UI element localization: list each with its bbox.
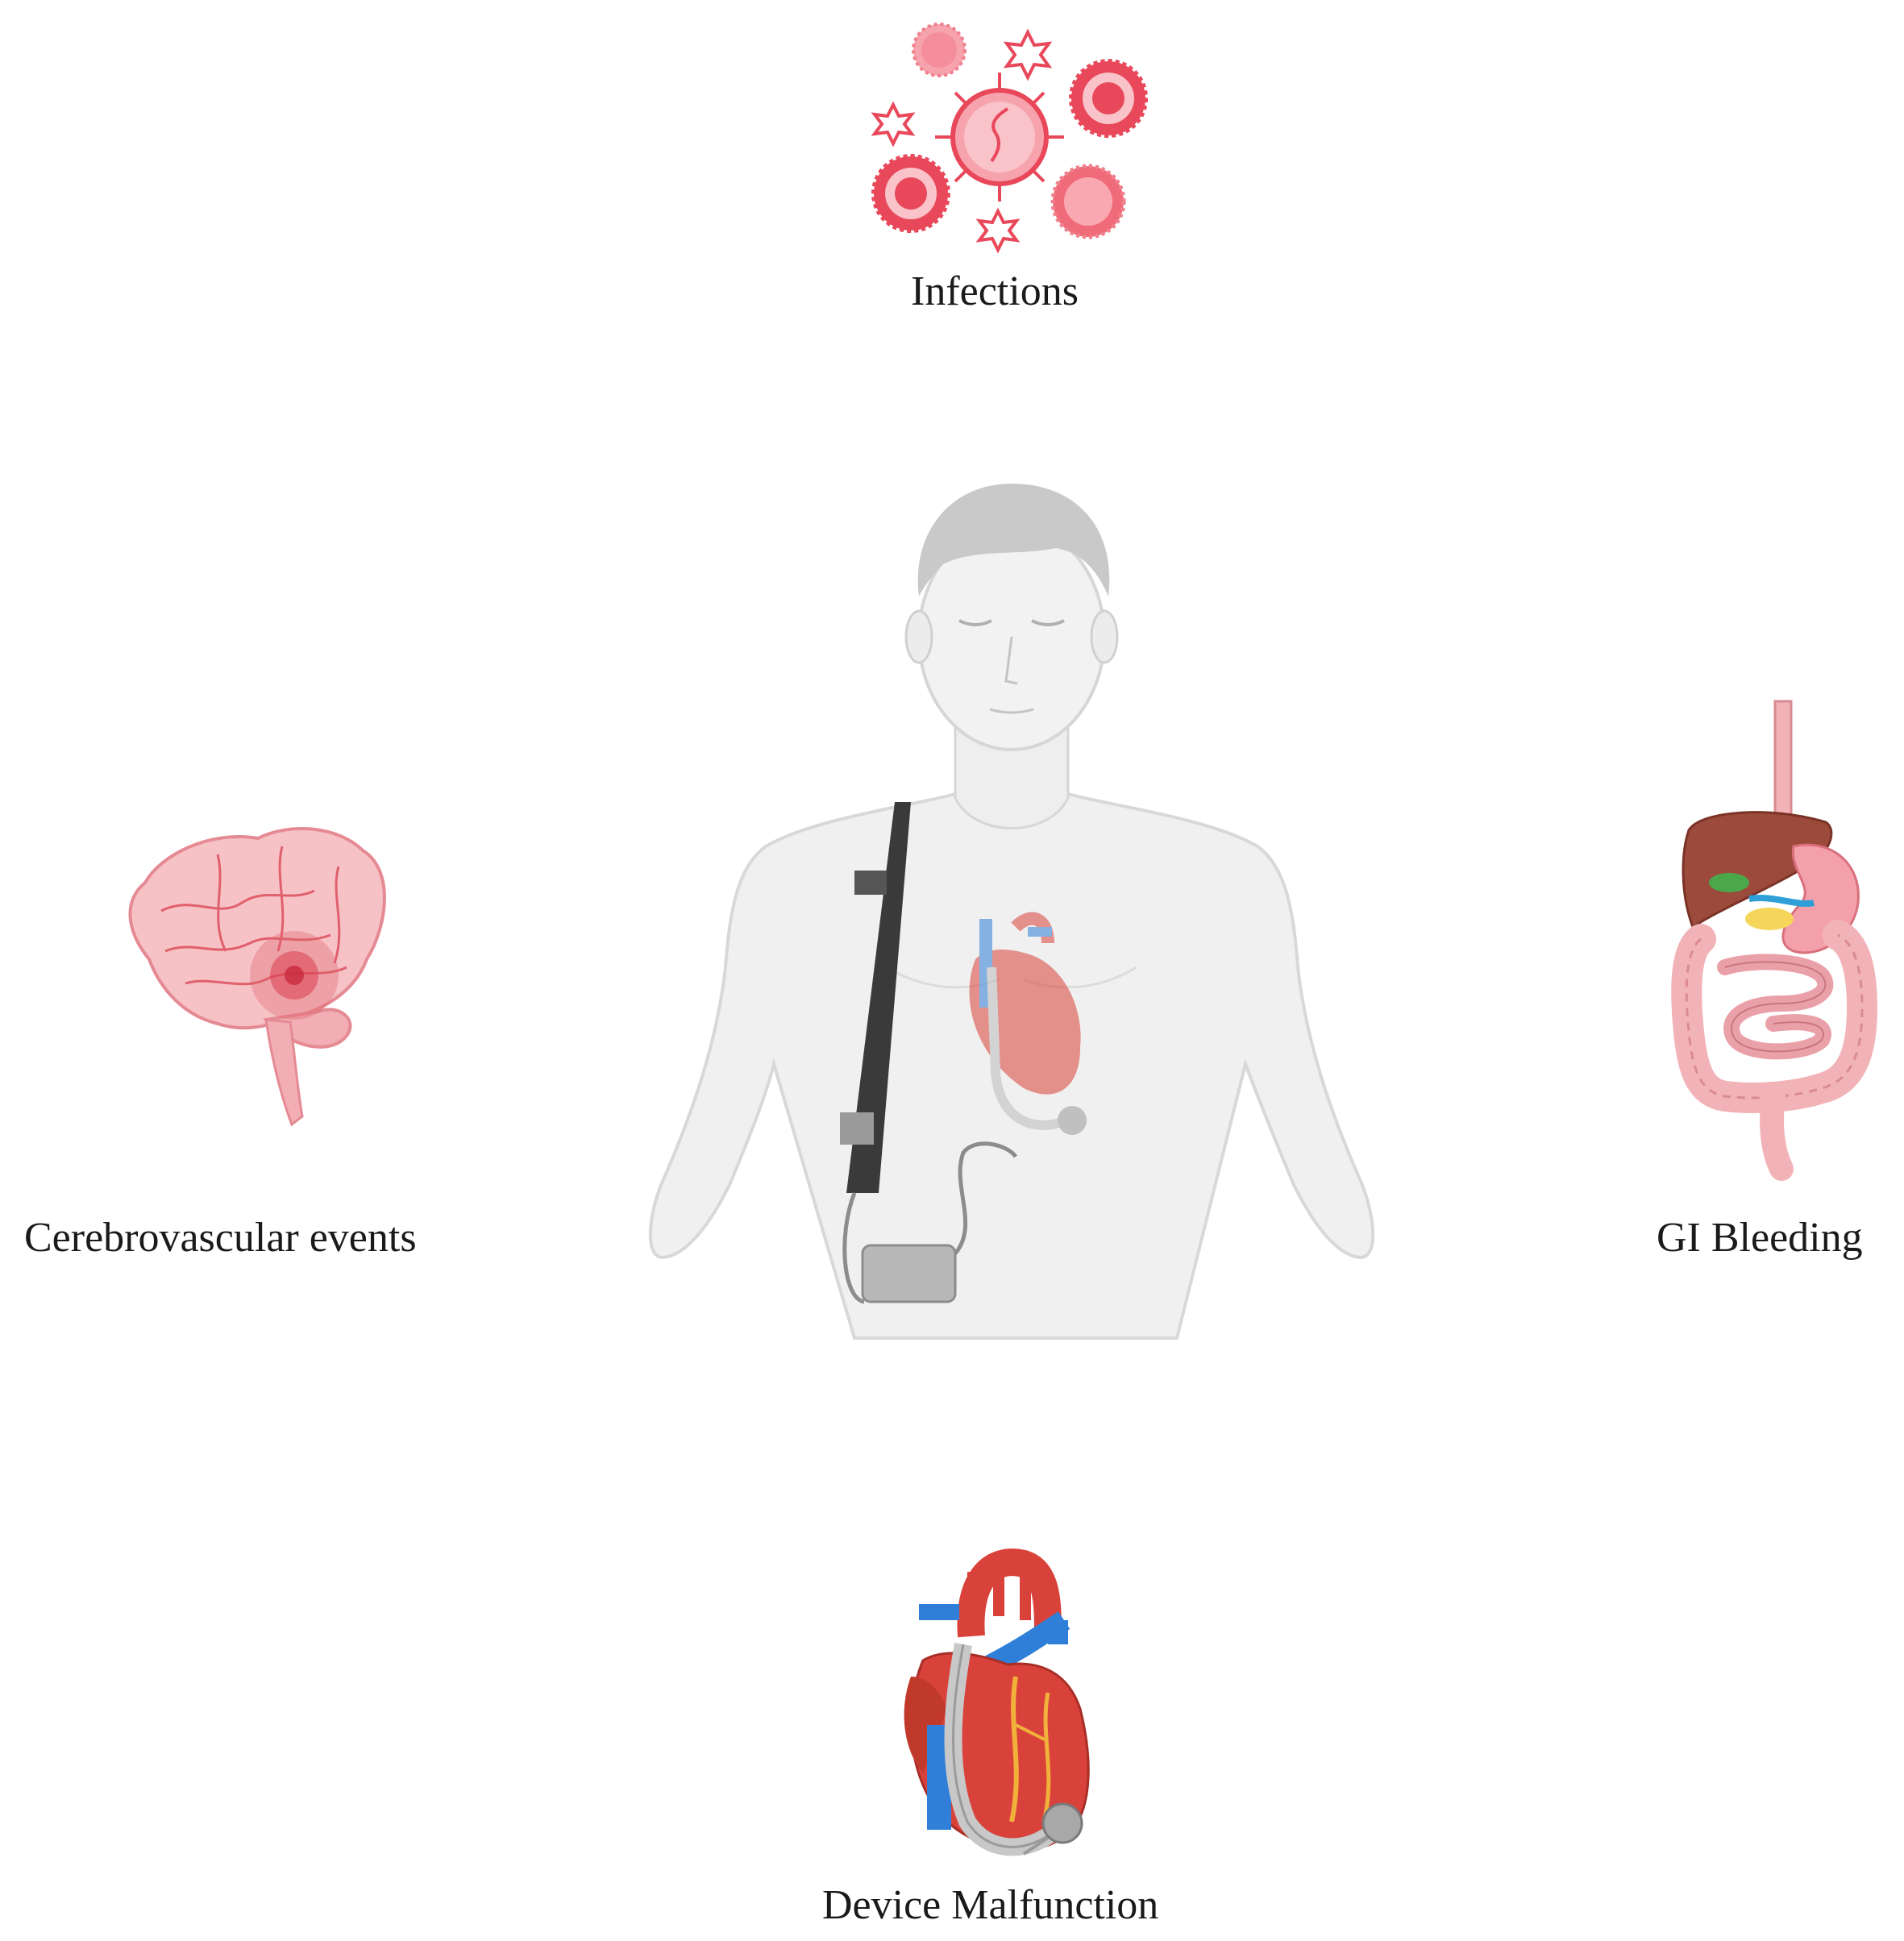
virus-cluster-icon — [871, 23, 1148, 254]
human-torso-lvad-icon — [648, 484, 1375, 1340]
heart-lvad-icon — [904, 1548, 1090, 1856]
digestive-system-icon — [1671, 700, 1878, 1181]
gi-bleeding-label: GI Bleeding — [1657, 1215, 1863, 1261]
brain-icon — [128, 827, 386, 1127]
infections-label: Infections — [911, 268, 1079, 314]
cerebrovascular-events-label: Cerebrovascular events — [24, 1215, 417, 1261]
device-malfunction-label: Device Malfunction — [822, 1882, 1159, 1928]
